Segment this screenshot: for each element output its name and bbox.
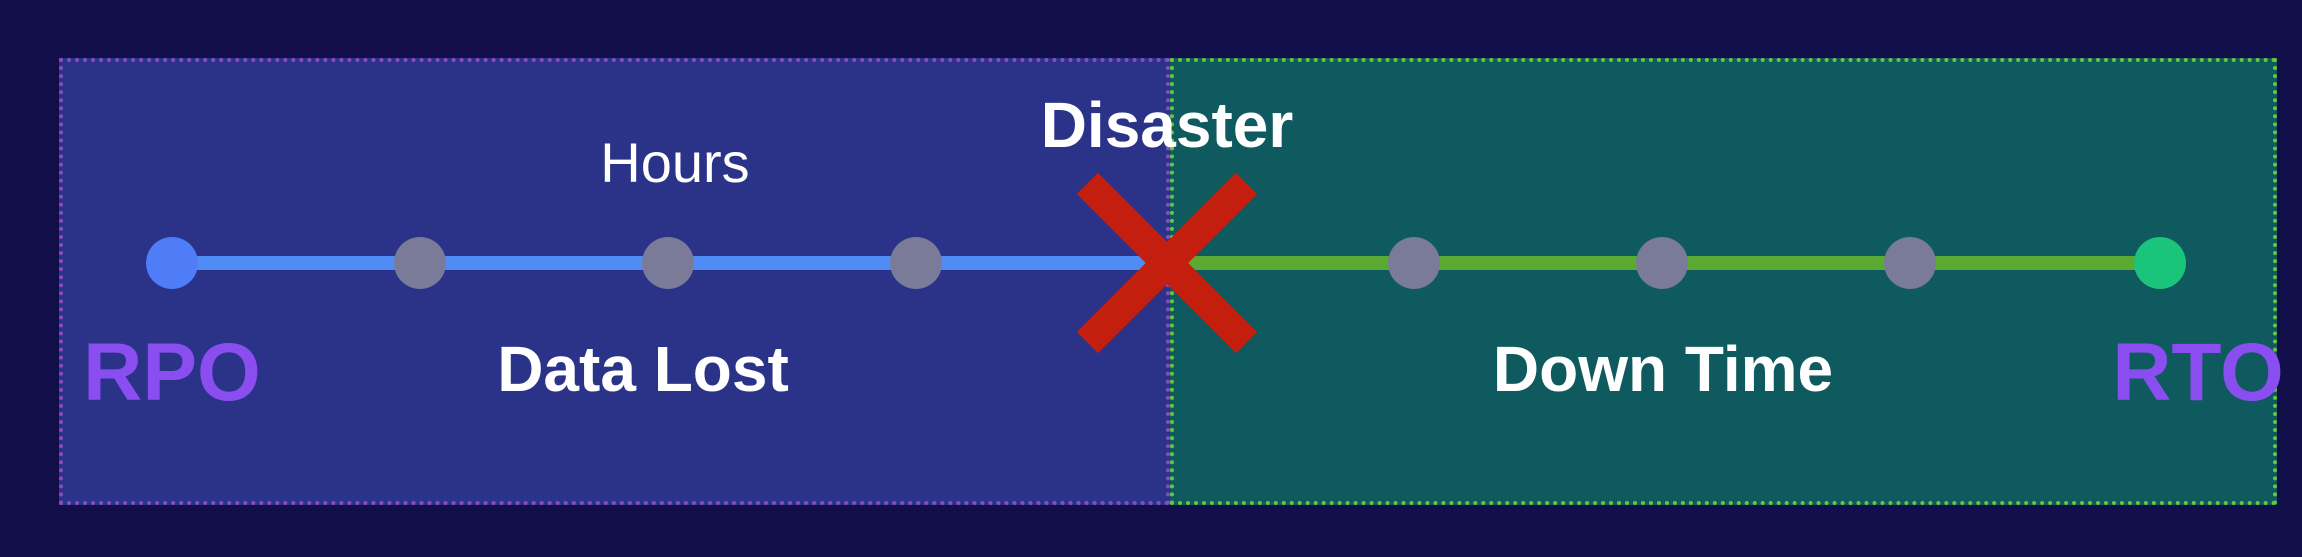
rpo-node [146,237,198,289]
timeline-node [642,237,694,289]
data-lost-label: Data Lost [497,333,789,405]
rpo-label: RPO [83,327,261,418]
down-time-label: Down Time [1492,333,1834,405]
down-time-zone [1170,58,2277,505]
rto-node [2134,237,2186,289]
rto-label: RTO [2112,327,2284,418]
hours-label: Hours [600,131,750,194]
x-cross-icon [1076,172,1258,354]
data-lost-zone [59,58,1170,505]
timeline-node [890,237,942,289]
timeline-node [1636,237,1688,289]
timeline-node [394,237,446,289]
timeline-node [1388,237,1440,289]
disaster-label: Disaster [1040,89,1294,161]
timeline-node [1884,237,1936,289]
